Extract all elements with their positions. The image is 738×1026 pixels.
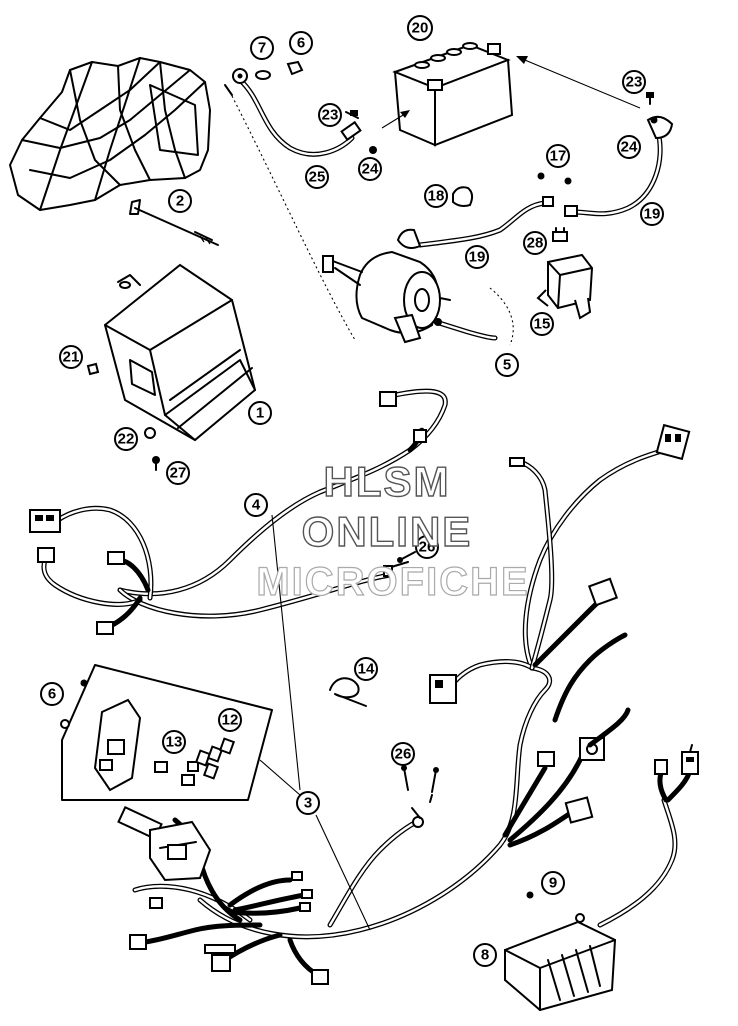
svg-text:23: 23	[322, 107, 339, 124]
svg-text:17: 17	[550, 148, 567, 165]
callout-5: 5	[495, 353, 519, 377]
callout-19-right: 19	[640, 202, 664, 226]
nut-24-left	[369, 146, 377, 154]
callout-21: 21	[59, 345, 83, 369]
callout-6-top: 6	[289, 31, 313, 55]
boot-18	[452, 186, 474, 207]
frame-assembly	[9, 57, 211, 211]
bolt-2	[129, 199, 219, 246]
svg-text:26: 26	[395, 746, 412, 763]
svg-text:24: 24	[362, 161, 379, 178]
callout-19-middle: 19	[465, 245, 489, 269]
fuse-28	[552, 227, 568, 242]
svg-text:1: 1	[256, 405, 264, 422]
fuses-12	[194, 737, 236, 780]
screw-27	[152, 456, 160, 471]
bolts-26-lower	[401, 765, 439, 803]
callout-24-left: 24	[358, 157, 382, 181]
callout-9: 9	[541, 871, 565, 895]
callout-7: 7	[250, 36, 274, 60]
washer-7	[255, 70, 271, 80]
callout-18: 18	[424, 184, 448, 208]
callout-24-right: 24	[617, 135, 641, 159]
svg-text:27: 27	[170, 465, 187, 482]
callout-26-upper: 26	[415, 535, 439, 559]
battery	[381, 42, 641, 147]
callout-12: 12	[218, 708, 242, 732]
svg-text:23: 23	[626, 74, 643, 91]
svg-text:22: 22	[118, 431, 135, 448]
callout-13: 13	[162, 730, 186, 754]
bolt-23-left	[345, 110, 359, 119]
nut-24-right	[650, 116, 658, 124]
callout-6-kit: 6	[40, 682, 64, 706]
svg-text:4: 4	[252, 497, 261, 514]
svg-text:3: 3	[304, 795, 312, 812]
callout-3: 3	[296, 791, 320, 815]
nut-6-top	[286, 60, 304, 76]
screw-21	[86, 362, 100, 376]
starter-motor	[322, 250, 498, 344]
ground-cable	[224, 68, 362, 157]
relay-kit-box	[60, 664, 273, 801]
callout-27: 27	[166, 461, 190, 485]
svg-text:28: 28	[527, 235, 544, 252]
battery-box	[103, 263, 257, 442]
screws-17	[537, 172, 572, 185]
voltage-regulator	[504, 920, 617, 1012]
callout-8: 8	[473, 943, 497, 967]
main-harness	[117, 423, 691, 985]
callout-25: 25	[305, 165, 329, 189]
starter-cable	[396, 196, 554, 249]
callout-14: 14	[354, 657, 378, 681]
svg-text:8: 8	[481, 947, 489, 964]
callout-22: 22	[114, 427, 138, 451]
svg-text:14: 14	[358, 661, 375, 678]
svg-text:6: 6	[48, 686, 56, 703]
svg-text:6: 6	[297, 35, 305, 52]
svg-text:2: 2	[176, 193, 184, 210]
svg-text:5: 5	[503, 357, 511, 374]
callout-20: 20	[407, 15, 433, 41]
bolt-23-right	[646, 92, 654, 105]
wiring-harness-4	[29, 388, 448, 635]
svg-text:19: 19	[469, 249, 486, 266]
svg-text:13: 13	[166, 734, 183, 751]
svg-text:21: 21	[63, 349, 80, 366]
svg-text:15: 15	[534, 316, 551, 333]
nut-22	[144, 427, 156, 439]
bolts-26-upper	[397, 551, 416, 563]
callout-17: 17	[546, 144, 570, 168]
cable-tie	[329, 677, 367, 707]
positive-cable	[564, 115, 674, 217]
svg-text:9: 9	[549, 875, 557, 892]
starter-relay	[536, 253, 594, 320]
callout-2: 2	[168, 189, 192, 213]
callout-1: 1	[248, 401, 272, 425]
svg-text:24: 24	[621, 139, 638, 156]
svg-text:18: 18	[428, 188, 445, 205]
callout-4: 4	[244, 493, 268, 517]
fuses-13	[154, 761, 199, 786]
callout-23-left: 23	[318, 103, 342, 127]
regulator-harness	[597, 744, 699, 928]
callout-26-lower: 26	[391, 742, 415, 766]
svg-text:25: 25	[309, 169, 326, 186]
svg-text:19: 19	[644, 206, 661, 223]
callout-15: 15	[530, 312, 554, 336]
screw-9	[526, 891, 585, 923]
svg-text:12: 12	[222, 712, 239, 729]
svg-text:26: 26	[419, 539, 436, 556]
svg-text:7: 7	[258, 40, 266, 57]
svg-text:20: 20	[412, 20, 429, 37]
callout-23-right: 23	[622, 70, 646, 94]
callout-28: 28	[523, 231, 547, 255]
